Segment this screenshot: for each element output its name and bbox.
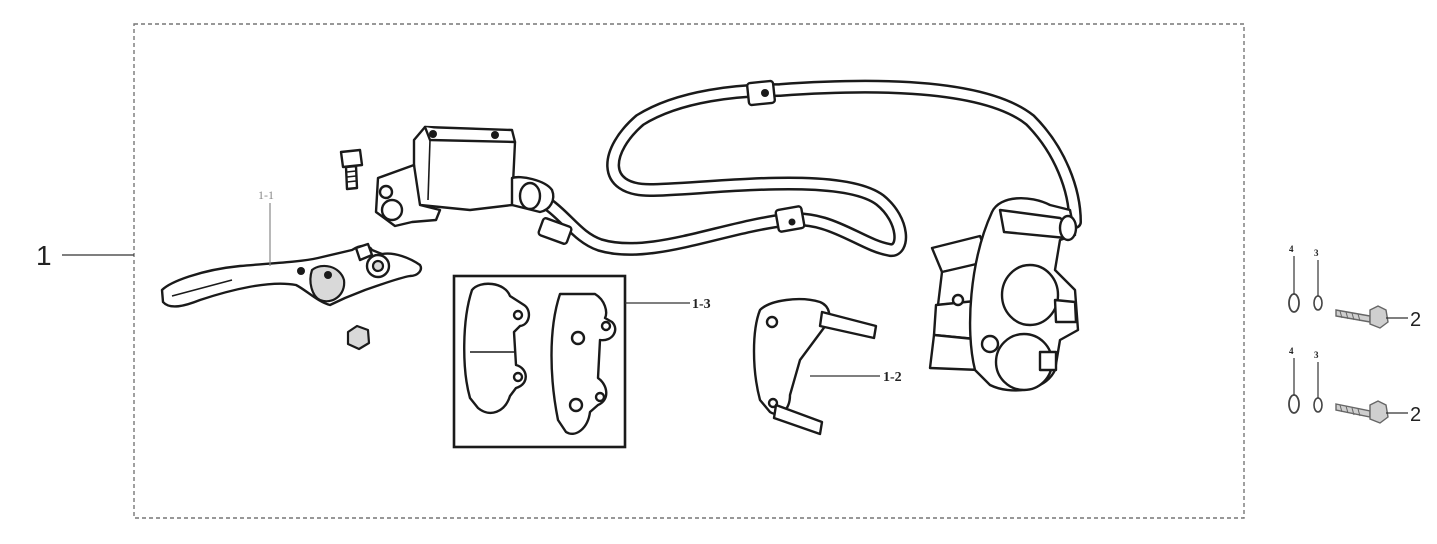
washer-b-lower [1288, 394, 1300, 414]
washer-a-lower [1313, 397, 1323, 413]
callout-assembly: 1 [36, 240, 134, 271]
callout-assembly-label: 1 [36, 240, 52, 271]
brake-lever [160, 242, 423, 308]
callout-washer-a-upper: 3 [1314, 248, 1319, 258]
assembly-boundary [133, 23, 1245, 519]
brake-hose [513, 79, 1082, 257]
callout-lever-label: 1-1 [258, 188, 274, 202]
fastener-set-upper: 4 3 2 [1288, 244, 1421, 331]
brake-pads-box [452, 274, 627, 449]
nut [346, 324, 371, 351]
washer-a-upper [1313, 295, 1323, 311]
bolt-upper [1335, 305, 1389, 329]
master-cylinder [374, 125, 555, 228]
fastener-set-lower: 4 3 2 [1288, 346, 1421, 426]
callout-pads-label: 1-3 [692, 297, 711, 312]
caliper-bracket [752, 297, 878, 436]
callout-bracket-label: 1-2 [883, 370, 902, 385]
brake-caliper [928, 197, 1080, 392]
callout-washer-b-lower: 4 [1289, 346, 1294, 356]
callout-washer-a-lower: 3 [1314, 350, 1319, 360]
callout-washer-b-upper: 4 [1289, 244, 1294, 254]
callout-bolt-upper: 2 [1410, 309, 1421, 331]
callout-lever: 1-1 [258, 188, 274, 266]
bolt-lower [1335, 400, 1389, 424]
master-cylinder-bolt [339, 148, 364, 191]
callout-bolt-lower: 2 [1410, 404, 1421, 426]
callout-bracket: 1-2 [810, 370, 902, 385]
callout-pads: 1-3 [625, 297, 711, 312]
washer-b-upper [1288, 293, 1300, 313]
